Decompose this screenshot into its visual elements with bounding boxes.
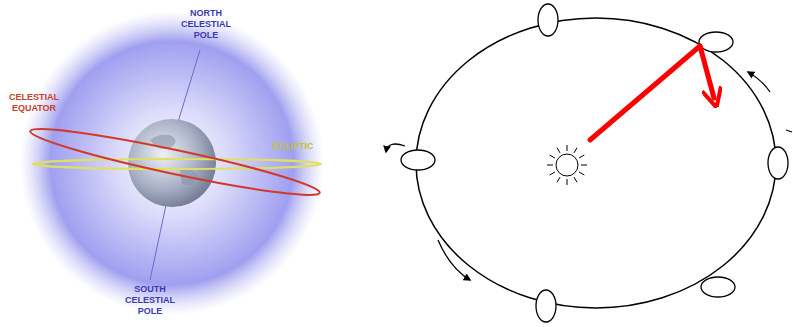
sun-ray [550, 155, 555, 158]
equator-label: CELESTIAL EQUATOR [2, 92, 66, 114]
sun-ray [557, 177, 560, 182]
red-arrow [590, 46, 714, 140]
sun-ray [557, 148, 560, 153]
ecliptic-label: ECLIPTIC [262, 141, 324, 152]
pole-label: SOUTH CELESTIAL POLE [120, 284, 180, 317]
sun-ray [579, 172, 584, 175]
pole-axis [150, 205, 166, 280]
sun-ray [581, 165, 587, 166]
orbit [416, 18, 776, 308]
earth-globe [128, 119, 216, 207]
sun-symbol [547, 145, 587, 185]
ecliptic-ring [33, 159, 321, 169]
sun-ray [574, 177, 577, 182]
sun-ray [547, 165, 553, 166]
motion-arrow [386, 72, 792, 280]
pole-label: NORTH CELESTIAL POLE [176, 8, 236, 41]
earth-symbol [401, 4, 788, 322]
sun-ray [567, 145, 568, 151]
sun-ray [579, 155, 584, 158]
sun-ray [550, 172, 555, 175]
sun-ray [574, 148, 577, 153]
equator-ring [28, 119, 323, 204]
celestial-sphere [20, 11, 324, 315]
sun-ray [567, 179, 568, 185]
pole-axis [178, 50, 200, 122]
